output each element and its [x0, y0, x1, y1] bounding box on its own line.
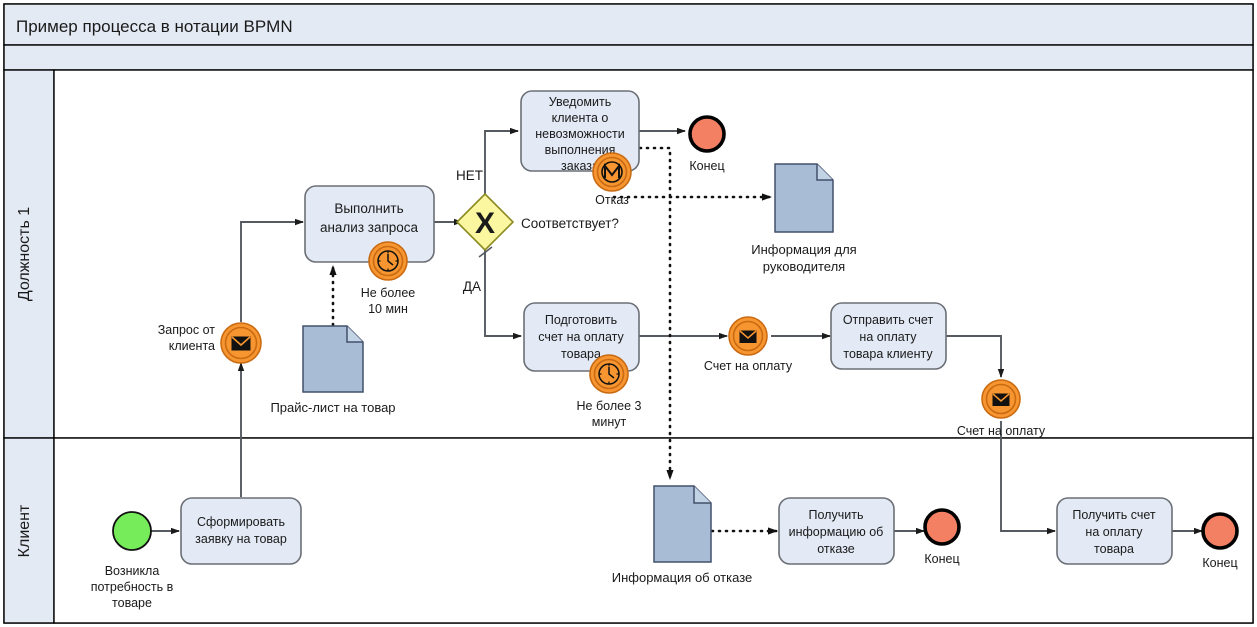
lane-bottom-header: [3, 437, 55, 624]
envelope-icon: [992, 393, 1010, 406]
gateway-compliance-label: Соответствует?: [521, 216, 619, 231]
page-title: Пример процесса в нотации BPMN: [16, 17, 293, 36]
event-invoice-msg-label: Счет на оплату: [704, 359, 793, 373]
doc-price-list-label: Прайс-лист на товар: [270, 400, 395, 415]
event-end-invoice[interactable]: Конец: [1201, 512, 1239, 570]
lane-top-header: [3, 69, 55, 439]
event-end-notify[interactable]: Конец: [688, 115, 726, 173]
event-end-refusal[interactable]: Конец: [923, 508, 961, 566]
doc-refusal-info: Информация об отказе: [612, 485, 753, 585]
pool-title-band: [3, 3, 1254, 46]
signal-icon: [601, 161, 623, 183]
lane-top: [3, 69, 1254, 439]
flow-send-to-invoice-msg2: [945, 335, 1005, 378]
envelope-icon: [739, 330, 757, 343]
sequence-flows: [150, 127, 1203, 535]
flow-gateway-yes: [484, 249, 522, 340]
event-end-notify-label: Конец: [689, 159, 724, 173]
timer-clock-icon: [598, 363, 620, 385]
gateway-compliance[interactable]: X: [455, 192, 515, 252]
doc-refusal-info-label: Информация об отказе: [612, 570, 753, 585]
event-signal-refusal-label: Отказ: [595, 193, 629, 207]
flow-request-to-analyze: [240, 218, 304, 322]
lane-top-body: [53, 69, 1254, 439]
event-end-invoice-label: Конец: [1202, 556, 1237, 570]
lane-top-label: Должность 1: [16, 207, 33, 301]
flow-invoice-msg2-to-receive: [1000, 421, 1056, 535]
lane-bottom-label: Клиент: [16, 504, 33, 557]
timer-clock-icon: [377, 250, 399, 272]
envelope-icon: [231, 336, 251, 351]
event-invoice-msg-2-label: Счет на оплату: [957, 424, 1046, 438]
event-invoice-msg[interactable]: Счет на оплату: [704, 316, 793, 373]
flow-label-yes: ДА: [463, 279, 481, 294]
event-end-refusal-label: Конец: [924, 552, 959, 566]
flow-label-no: НЕТ: [456, 168, 483, 183]
pool-subband: [3, 44, 1254, 71]
doc-price-list: Прайс-лист на товар: [270, 325, 396, 415]
flow-default-marker: [478, 246, 493, 258]
message-flows: [329, 146, 779, 535]
gateway-exclusive-icon: X: [475, 207, 495, 240]
event-signal-refusal[interactable]: Отказ: [592, 152, 632, 207]
event-invoice-msg-2[interactable]: Счет на оплату: [957, 379, 1046, 438]
flow-gateway-no: [484, 127, 519, 195]
assoc-notify-to-refusal-doc: [638, 146, 674, 481]
